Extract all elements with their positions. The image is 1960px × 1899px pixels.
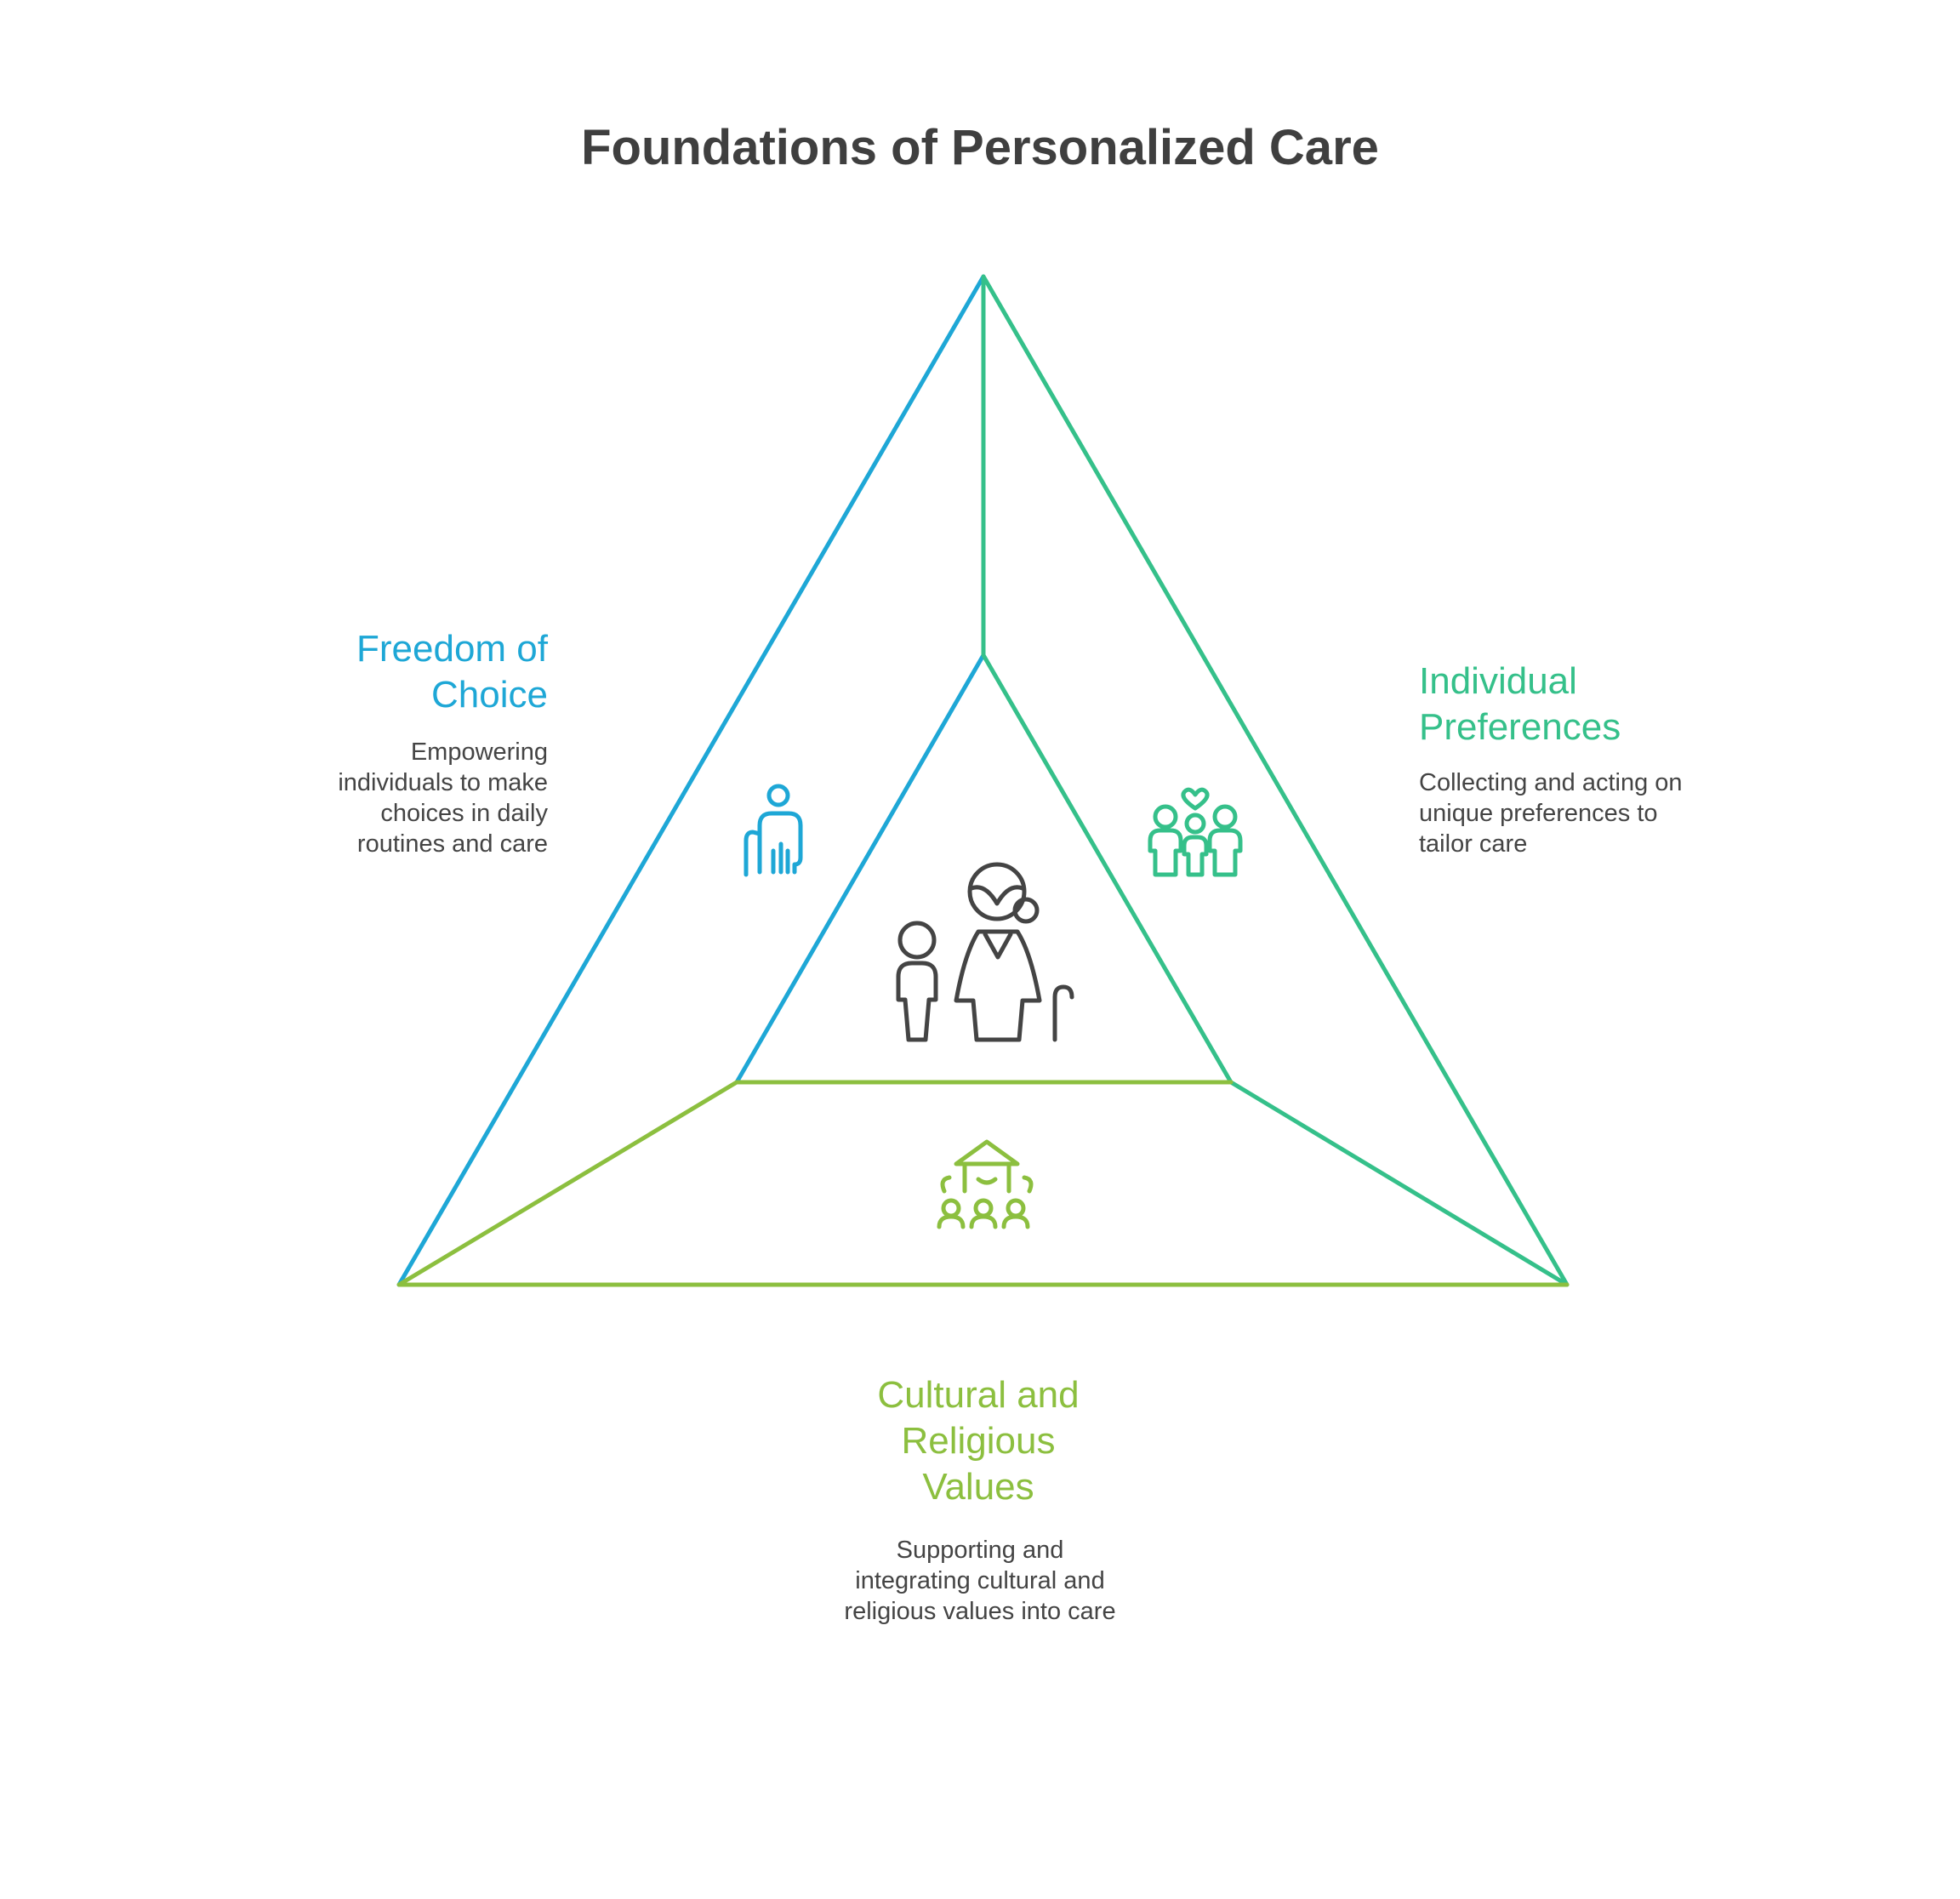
- temple-with-community-icon: [937, 1139, 1034, 1229]
- family-with-heart-icon: [1148, 787, 1243, 877]
- child-and-elderly-woman-icon: [896, 862, 1074, 1042]
- freedom-of-choice-heading: Freedom of Choice: [356, 628, 548, 716]
- freedom-of-choice-description: Empowering individuals to make choices i…: [338, 738, 548, 858]
- values-segment-outline: [396, 1080, 1570, 1287]
- individual-preferences-heading: Individual Preferences: [1419, 660, 1621, 748]
- cultural-religious-values-heading: Cultural and Religious Values: [877, 1374, 1080, 1508]
- freedom-segment-outline: [396, 274, 986, 1287]
- cultural-religious-values-description: Supporting and integrating cultural and …: [844, 1537, 1116, 1625]
- individual-preferences-description: Collecting and acting on unique preferen…: [1419, 769, 1683, 858]
- elderly-person-with-cane-icon: [744, 784, 803, 877]
- preferences-segment-outline: [981, 274, 1570, 1287]
- diagram-title: Foundations of Personalized Care: [581, 120, 1379, 175]
